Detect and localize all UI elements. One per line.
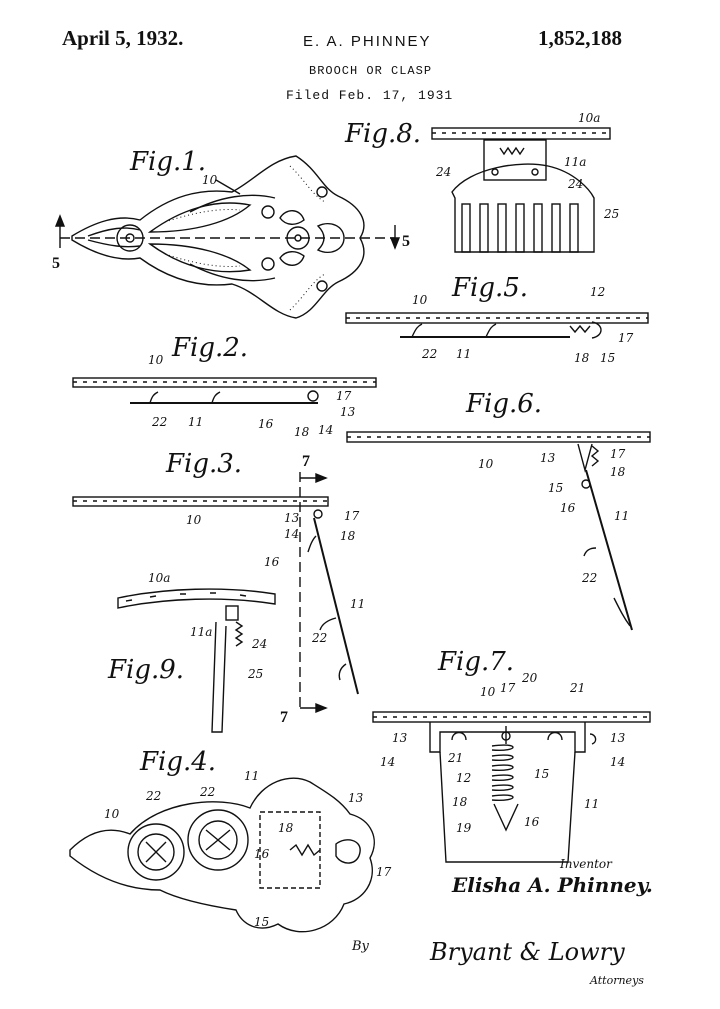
fig6-ref-10: 10 — [478, 457, 494, 471]
fig3-ref-14: 14 — [284, 527, 299, 541]
fig4-ref-13: 13 — [348, 791, 364, 805]
fig2-ref-16: 16 — [258, 417, 274, 431]
fig4-ref-22-right: 22 — [199, 785, 215, 799]
fig7-ref-21-top: 21 — [569, 681, 585, 695]
fig1-ref-10: 10 — [202, 173, 218, 187]
inventor-signature: Elisha A. Phinney. — [451, 873, 653, 897]
fig2-drawing: Fig.2. 10 22 11 16 18 14 17 13 — [73, 333, 376, 439]
fig4-label: Fig.4. — [139, 747, 216, 777]
fig8-ref-24-left: 24 — [435, 165, 451, 179]
fig2-ref-17: 17 — [336, 389, 352, 403]
fig2-ref-14: 14 — [318, 423, 333, 437]
fig2-ref-10: 10 — [148, 353, 164, 367]
fig2-ref-11: 11 — [188, 415, 203, 429]
fig2-label: Fig.2. — [171, 333, 248, 363]
fig4-ref-22-left: 22 — [145, 789, 161, 803]
fig3-ref-17: 17 — [344, 509, 360, 523]
fig8-ref-25: 25 — [603, 207, 619, 221]
fig7-ref-11: 11 — [584, 797, 599, 811]
fig8-ref-11a: 11a — [564, 155, 586, 169]
fig7-ref-13-right: 13 — [610, 731, 626, 745]
fig4-ref-17: 17 — [376, 865, 392, 879]
fig7-ref-21-left: 21 — [447, 751, 463, 765]
fig3-ref-13: 13 — [284, 511, 300, 525]
fig5-drawing: Fig.5. 10 12 17 22 11 18 15 — [346, 273, 648, 365]
attorneys-label: Attorneys — [589, 974, 644, 987]
fig7-ref-14-left: 14 — [380, 755, 395, 769]
fig9-label: Fig.9. — [107, 655, 184, 685]
fig7-ref-14-right: 14 — [610, 755, 625, 769]
fig6-label: Fig.6. — [465, 389, 542, 419]
fig7-ref-16: 16 — [524, 815, 540, 829]
fig7-ref-10: 10 — [480, 685, 496, 699]
fig5-ref-22: 22 — [421, 347, 437, 361]
fig3-section-7-bottom: 7 — [280, 709, 288, 726]
fig6-drawing: Fig.6. 10 13 17 18 15 16 11 22 — [347, 389, 650, 630]
fig7-ref-20: 20 — [521, 671, 538, 685]
fig1-drawing: Fig.1. 5 5 — [52, 147, 410, 318]
by-label: By — [351, 939, 370, 954]
fig2-ref-18: 18 — [294, 425, 310, 439]
fig5-ref-12: 12 — [590, 285, 605, 299]
fig4-ref-10: 10 — [104, 807, 120, 821]
fig3-ref-16: 16 — [264, 555, 280, 569]
fig7-ref-13-left: 13 — [392, 731, 408, 745]
fig8-ref-24-right: 24 — [567, 177, 583, 191]
fig1-label: Fig.1. — [129, 147, 206, 177]
fig3-ref-18: 18 — [340, 529, 356, 543]
signature-block: Inventor Elisha A. Phinney. By Bryant & … — [351, 857, 653, 987]
fig6-ref-18: 18 — [610, 465, 626, 479]
fig7-ref-15: 15 — [534, 767, 549, 781]
fig4-drawing: Fig.4. 10 22 22 11 13 18 16 17 15 — [70, 747, 392, 932]
fig5-ref-18: 18 — [574, 351, 590, 365]
fig6-ref-15: 15 — [548, 481, 563, 495]
fig6-ref-11: 11 — [614, 509, 629, 523]
fig9-ref-25: 25 — [247, 667, 263, 681]
fig7-ref-12: 12 — [456, 771, 471, 785]
fig1-section-5-left: 5 — [52, 255, 60, 272]
inventor-label: Inventor — [559, 857, 613, 871]
fig7-ref-18: 18 — [452, 795, 468, 809]
fig5-ref-17: 17 — [618, 331, 634, 345]
fig2-ref-13: 13 — [340, 405, 356, 419]
fig6-ref-13: 13 — [540, 451, 556, 465]
attorneys-signature: Bryant & Lowry — [429, 938, 625, 966]
fig8-drawing: Fig.8. 10a 11a 24 24 25 — [344, 111, 619, 252]
fig7-ref-17: 17 — [500, 681, 516, 695]
fig6-ref-17: 17 — [610, 447, 626, 461]
fig7-drawing: Fig.7. 10 17 20 21 13 13 14 14 21 12 15 — [373, 647, 650, 862]
fig3-ref-11: 11 — [350, 597, 365, 611]
fig5-label: Fig.5. — [451, 273, 528, 303]
fig3-label: Fig.3. — [165, 449, 242, 479]
fig4-ref-18: 18 — [278, 821, 294, 835]
fig8-label: Fig.8. — [344, 119, 421, 149]
fig6-ref-16: 16 — [560, 501, 576, 515]
fig4-ref-16: 16 — [254, 847, 270, 861]
fig9-ref-11a: 11a — [190, 625, 212, 639]
fig9-ref-10a: 10a — [148, 571, 170, 585]
fig1-section-5-right: 5 — [402, 233, 410, 250]
fig5-ref-11: 11 — [456, 347, 471, 361]
fig6-ref-22: 22 — [581, 571, 597, 585]
fig9-drawing: Fig.9. 10a 11a 24 25 — [107, 571, 275, 732]
fig4-ref-15: 15 — [254, 915, 269, 929]
fig3-ref-22: 22 — [311, 631, 327, 645]
fig2-ref-22: 22 — [151, 415, 167, 429]
fig5-ref-15: 15 — [600, 351, 615, 365]
fig4-ref-11: 11 — [244, 769, 259, 783]
fig3-section-7-top: 7 — [302, 453, 310, 470]
fig3-ref-10: 10 — [186, 513, 202, 527]
fig5-ref-10: 10 — [412, 293, 428, 307]
fig8-ref-10a: 10a — [578, 111, 600, 125]
fig7-label: Fig.7. — [437, 647, 514, 677]
fig7-ref-19: 19 — [456, 821, 472, 835]
fig9-ref-24: 24 — [251, 637, 267, 651]
